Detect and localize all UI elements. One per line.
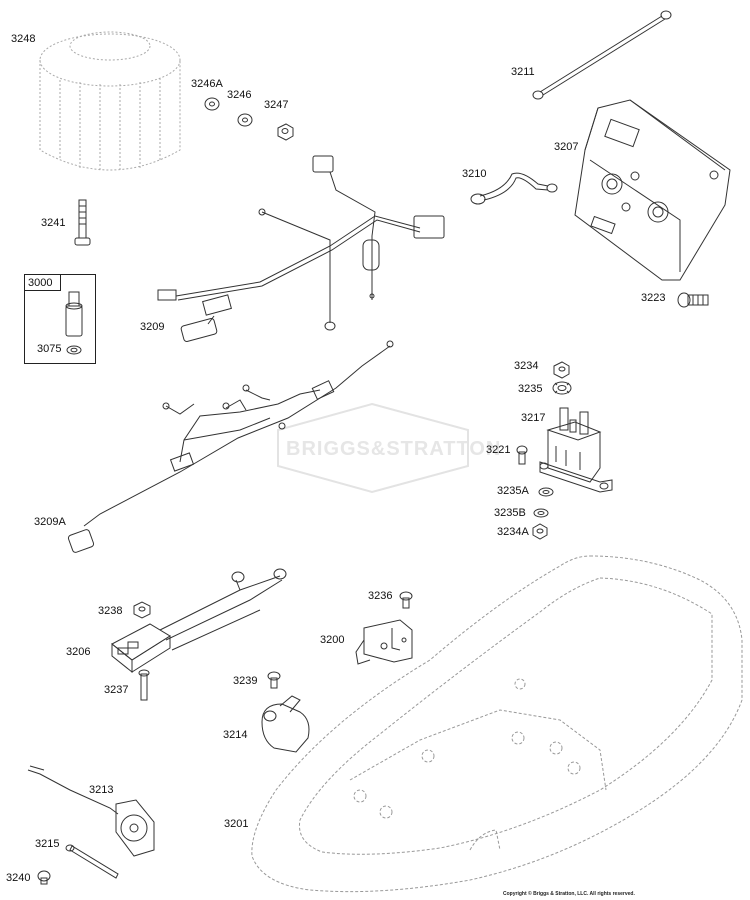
part-3215-drawing — [65, 844, 119, 879]
callout-3236[interactable]: 3236 — [368, 590, 393, 602]
callout-3238[interactable]: 3238 — [98, 605, 123, 617]
callout-3235A[interactable]: 3235A — [497, 485, 529, 497]
callout-3223[interactable]: 3223 — [641, 292, 666, 304]
part-3201-drawing — [251, 555, 743, 893]
callout-3248[interactable]: 3248 — [11, 33, 36, 45]
callout-3246[interactable]: 3246 — [227, 89, 252, 101]
callout-3235B[interactable]: 3235B — [494, 507, 526, 519]
part-3239-drawing — [267, 671, 281, 689]
callout-3211[interactable]: 3211 — [511, 66, 535, 78]
part-3238-drawing — [133, 601, 151, 619]
part-3207-drawing — [574, 99, 731, 281]
callout-3209[interactable]: 3209 — [140, 321, 165, 333]
callout-3240[interactable]: 3240 — [6, 872, 31, 884]
part-3000-drawing — [65, 291, 83, 337]
part-3234A-drawing — [532, 523, 548, 540]
callout-3075[interactable]: 3075 — [37, 343, 62, 355]
part-3200-drawing — [355, 619, 413, 665]
part-3214-drawing — [261, 695, 310, 753]
callout-3214[interactable]: 3214 — [223, 729, 248, 741]
part-3217-drawing — [539, 407, 613, 493]
part-3246A-drawing — [204, 97, 220, 111]
copyright-notice: Copyright © Briggs & Stratton, LLC. All … — [503, 891, 635, 897]
part-3223-drawing — [677, 292, 709, 308]
part-3210-drawing — [470, 172, 558, 205]
part-3235A-drawing — [538, 487, 554, 497]
callout-3207[interactable]: 3207 — [554, 141, 579, 153]
callout-3200[interactable]: 3200 — [320, 634, 345, 646]
part-3075-drawing — [66, 345, 82, 355]
callout-3237[interactable]: 3237 — [104, 684, 129, 696]
callout-3209A[interactable]: 3209A — [34, 516, 66, 528]
part-3211-drawing — [532, 10, 672, 100]
callout-3210[interactable]: 3210 — [462, 168, 487, 180]
callout-3247[interactable]: 3247 — [264, 99, 289, 111]
part-3241-drawing — [74, 199, 91, 246]
part-3213-drawing — [27, 765, 155, 857]
part-3237-drawing — [138, 669, 150, 701]
callout-3234A[interactable]: 3234A — [497, 526, 529, 538]
part-3246-drawing — [237, 113, 253, 127]
callout-3000[interactable]: 3000 — [28, 277, 53, 289]
callout-3213[interactable]: 3213 — [89, 784, 114, 796]
kit-3000-tab — [24, 274, 61, 291]
part-3209-drawing — [157, 155, 445, 342]
watermark-badge — [277, 402, 469, 494]
part-3236-drawing — [399, 591, 413, 609]
callout-3241[interactable]: 3241 — [41, 217, 66, 229]
callout-3239[interactable]: 3239 — [233, 675, 258, 687]
callout-3221[interactable]: 3221 — [486, 444, 511, 456]
part-3235-drawing — [552, 381, 572, 395]
part-3234-drawing — [553, 361, 570, 379]
briggs-stratton-watermark: BRIGGS&STRATTON — [286, 438, 502, 460]
callout-3246A[interactable]: 3246A — [191, 78, 223, 90]
part-3206-drawing — [111, 568, 287, 674]
callout-3201[interactable]: 3201 — [224, 818, 249, 830]
part-3235B-drawing — [533, 508, 549, 518]
callout-3217[interactable]: 3217 — [521, 412, 546, 424]
part-3209A-drawing — [67, 340, 394, 553]
callout-3206[interactable]: 3206 — [66, 646, 91, 658]
part-3247-drawing — [277, 123, 294, 141]
callout-3235[interactable]: 3235 — [518, 383, 543, 395]
part-3248-drawing — [39, 31, 181, 172]
callout-3234[interactable]: 3234 — [514, 360, 539, 372]
callout-3215[interactable]: 3215 — [35, 838, 60, 850]
part-3221-drawing — [516, 445, 528, 465]
part-3240-drawing — [37, 870, 51, 885]
